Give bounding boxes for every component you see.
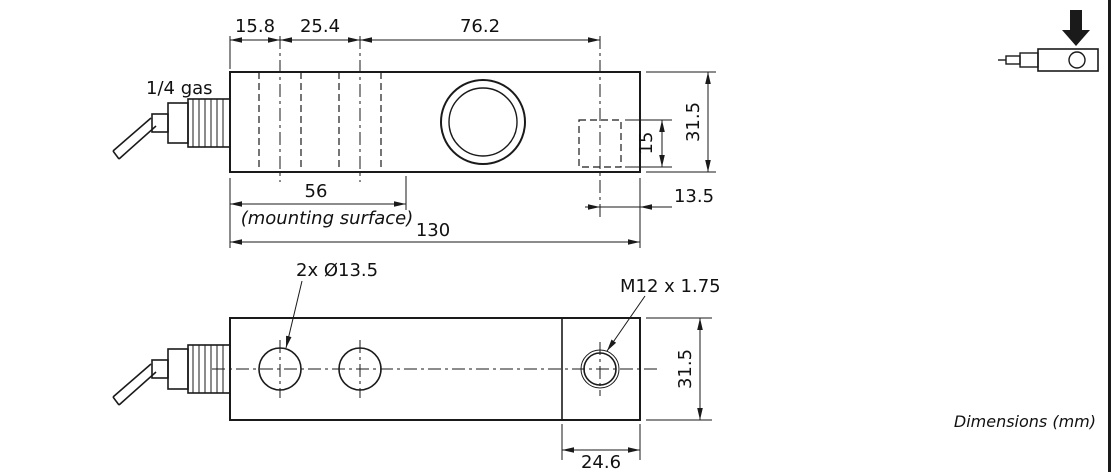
dim-hole-to-load-center-label: 76.2	[460, 16, 500, 37]
dim-hole-spacing-label: 25.4	[300, 16, 340, 37]
load-direction-icon	[998, 10, 1099, 72]
dimensions-plan: 31.5 24.6	[561, 317, 712, 472]
dim-load-center-to-end-label: 13.5	[674, 186, 714, 207]
dim-thread-depth-label: 15	[636, 132, 657, 155]
body-outline-side	[229, 71, 641, 173]
dim-hole1-offset-label: 15.8	[235, 16, 275, 37]
dim-mounting-length-label: 56	[305, 181, 328, 202]
callouts-plan: 2x Ø13.5 M12 x 1.75	[285, 260, 721, 352]
dim-end-section-label: 24.6	[581, 452, 621, 472]
holes-callout-label: 2x Ø13.5	[296, 260, 378, 281]
cable-gland-side	[112, 98, 231, 160]
mounting-holes	[258, 347, 382, 391]
plan-view: 2x Ø13.5 M12 x 1.75 31.5 24.6	[112, 260, 721, 472]
footer-note: Dimensions (mm)	[954, 412, 1096, 431]
hidden-mounting-hole-lines	[258, 72, 382, 172]
dimensions-side: 15.8 25.4 76.2 15 31.5 56 (mounting surf…	[229, 16, 716, 248]
thread-callout-label: M12 x 1.75	[620, 276, 721, 297]
centerlines-side	[279, 36, 601, 218]
load-cell-mini-icon	[998, 48, 1099, 72]
load-hole-side	[440, 79, 526, 165]
cable-gland-plan	[112, 344, 231, 406]
down-arrow-icon	[1062, 10, 1090, 46]
dim-overall-length-label: 130	[416, 220, 450, 241]
dim-width-plan-label: 31.5	[675, 349, 696, 389]
dim-height-side-label: 31.5	[683, 102, 704, 142]
threaded-load-hole	[580, 349, 620, 389]
side-view: 1/4 gas 15.8	[112, 16, 716, 248]
cable-thread-label: 1/4 gas	[146, 78, 213, 99]
mounting-surface-caption: (mounting surface)	[241, 208, 414, 229]
